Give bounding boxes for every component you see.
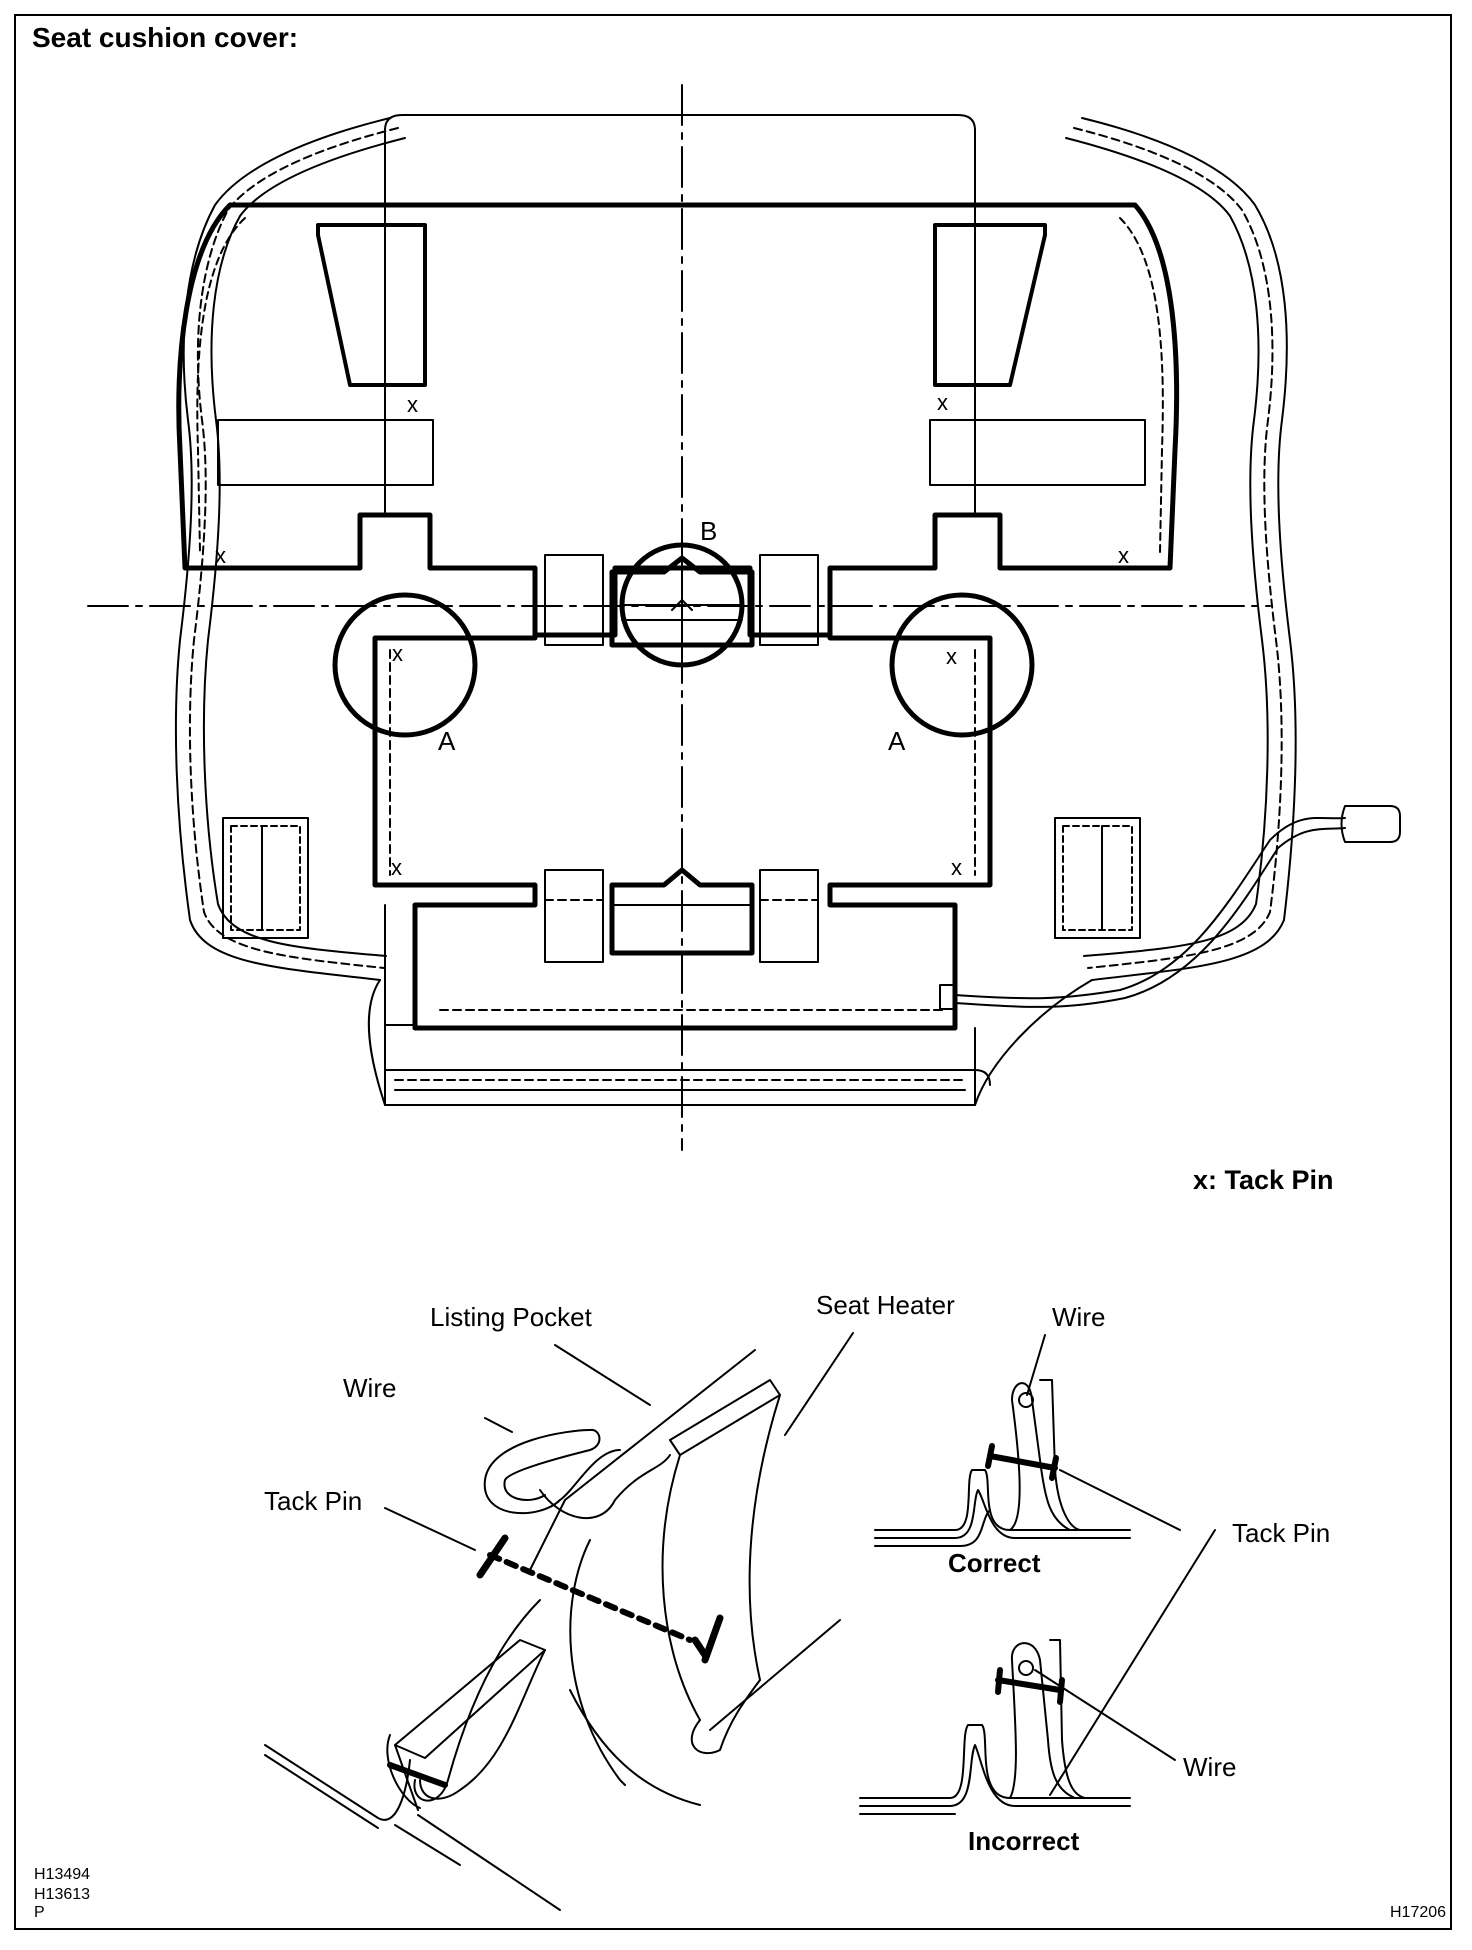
drawing-code: P bbox=[34, 1904, 45, 1921]
listing-pocket-label: Listing Pocket bbox=[430, 1302, 592, 1332]
wire-label: Wire bbox=[1183, 1752, 1237, 1782]
tack-pin-mark: x bbox=[1118, 543, 1129, 568]
tack-pin-mark: x bbox=[392, 641, 403, 666]
tack-pin-mark: x bbox=[937, 390, 948, 415]
legend-tack-pin: x: Tack Pin bbox=[1193, 1165, 1334, 1195]
detail-b-label: B bbox=[700, 516, 718, 546]
upper-panel bbox=[176, 202, 1180, 638]
detail-a-label: A bbox=[438, 726, 456, 756]
drawing-code: H13613 bbox=[34, 1886, 91, 1903]
detail-a-label: A bbox=[888, 726, 906, 756]
wire-label: Wire bbox=[1052, 1302, 1106, 1332]
tack-pin-mark: x bbox=[407, 392, 418, 417]
wire-label: Wire bbox=[343, 1373, 397, 1403]
seat-heater-label: Seat Heater bbox=[816, 1290, 955, 1320]
correct-detail bbox=[874, 1334, 1216, 1796]
tack-pin-mark: x bbox=[215, 543, 226, 568]
tack-pin-mark: x bbox=[951, 855, 962, 880]
correct-label: Correct bbox=[948, 1548, 1041, 1578]
incorrect-label: Incorrect bbox=[968, 1826, 1080, 1856]
listing-pocket-detail bbox=[264, 1332, 854, 1911]
heater-wire bbox=[954, 805, 1401, 1008]
figure-title: Seat cushion cover: bbox=[32, 22, 299, 53]
tack-pin-label: Tack Pin bbox=[264, 1486, 363, 1516]
figure-code: H17206 bbox=[1390, 1904, 1447, 1921]
figure-frame bbox=[14, 14, 1452, 1930]
tack-pin-label: Tack Pin bbox=[1232, 1518, 1331, 1548]
incorrect-detail bbox=[859, 1639, 1176, 1815]
center-lines bbox=[87, 84, 1271, 1151]
tack-pin-mark: x bbox=[946, 644, 957, 669]
lower-panel bbox=[372, 555, 993, 1031]
tack-pin-mark: x bbox=[391, 855, 402, 880]
drawing-code: H13494 bbox=[34, 1866, 91, 1883]
